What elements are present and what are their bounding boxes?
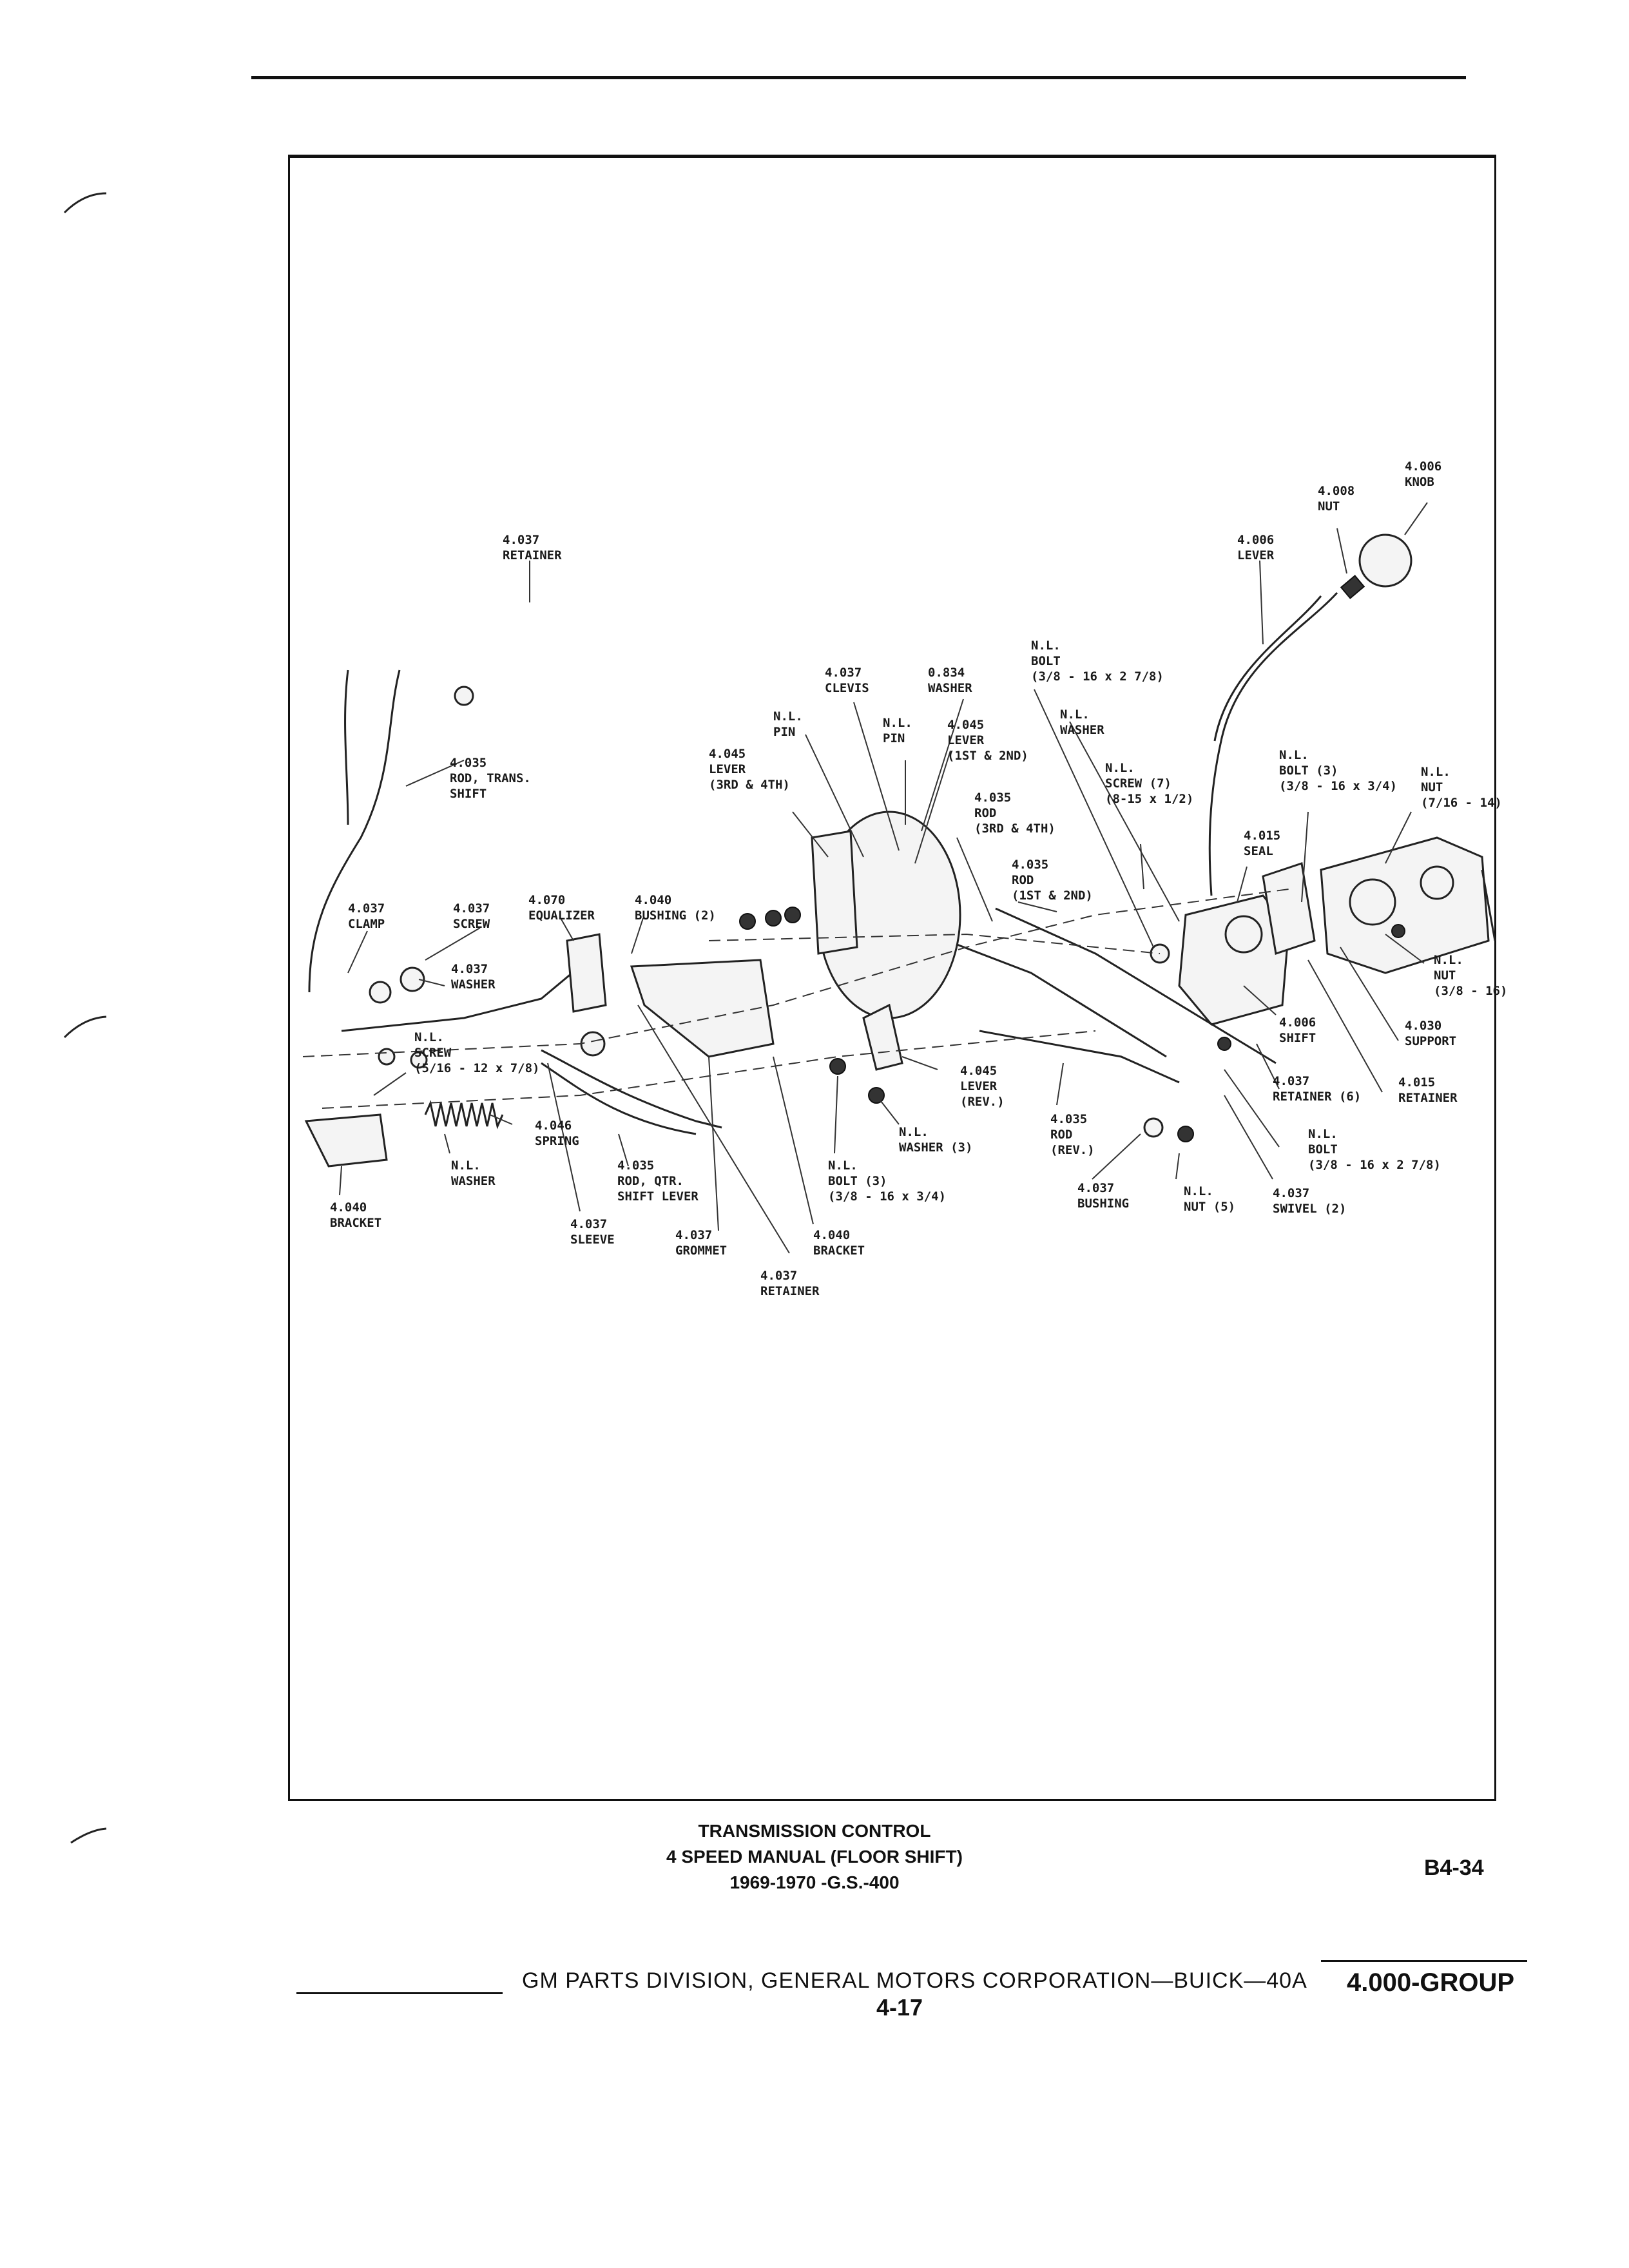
- callout-bolt-nl-3: N.L. BOLT (3) (3/8 - 16 x 3/4): [1279, 748, 1398, 793]
- callout-washer-0834: 0.834 WASHER: [928, 666, 972, 695]
- callout-knob: 4.006 KNOB: [1405, 459, 1442, 489]
- rod-rev-drawing: [979, 1030, 1180, 1084]
- equalizer-drawing: [341, 965, 581, 1032]
- callout-washer-4037: 4.037 WASHER: [451, 962, 496, 992]
- callout-spring: 4.046 SPRING: [535, 1119, 579, 1148]
- callout-nut-nl-716: N.L. NUT (7/16 - 14): [1421, 765, 1502, 810]
- callout-seal: 4.015 SEAL: [1244, 829, 1281, 858]
- support-plate: [1262, 862, 1316, 955]
- callout-washer-nl-3: N.L. WASHER (3): [899, 1125, 973, 1155]
- callout-lever-rev: 4.045 LEVER (REV.): [960, 1064, 1005, 1109]
- callout-lever-main: 4.006 LEVER: [1237, 533, 1275, 562]
- callout-washer-nl-2: N.L. WASHER: [451, 1158, 496, 1188]
- callout-screw-4037: 4.037 SCREW: [453, 901, 490, 931]
- bracket-plate-left: [304, 1113, 388, 1168]
- callout-retainer-bottom: 4.037 RETAINER: [760, 1269, 820, 1298]
- bracket-plate-center: [630, 959, 775, 1058]
- callout-bracket-left: 4.040 BRACKET: [330, 1200, 382, 1230]
- footer-rule-left: [296, 1992, 503, 1994]
- callout-screw-nl-516: N.L. SCREW (5/16 - 12 x 7/8): [414, 1030, 540, 1075]
- callout-rod-qtr: 4.035 ROD, QTR. SHIFT LEVER: [617, 1158, 699, 1204]
- callout-grommet: 4.037 GROMMET: [675, 1228, 728, 1258]
- lever-nut: [1340, 575, 1365, 599]
- callout-rod-3rd4th: 4.035 ROD (3RD & 4TH): [974, 791, 1055, 836]
- callout-screw-nl-7: N.L. SCREW (7) (8-15 x 1/2): [1105, 761, 1194, 806]
- caption-years: 1969-1970 -G.S.-400: [729, 1872, 900, 1892]
- callout-rod-rev: 4.035 ROD (REV.): [1050, 1112, 1095, 1157]
- callout-lever-1st2nd: 4.045 LEVER (1ST & 2ND): [947, 718, 1028, 763]
- callout-pin-nl-1: N.L. PIN: [773, 709, 803, 739]
- callout-support: 4.030 SUPPORT: [1405, 1019, 1457, 1048]
- callout-retainer-4015: 4.015 RETAINER: [1398, 1075, 1458, 1105]
- top-rule: [251, 76, 1466, 79]
- callout-pin-nl-2: N.L. PIN: [883, 716, 912, 745]
- rod-qtr-drawing: [541, 1049, 722, 1129]
- rod-1st2nd-drawing: [995, 907, 1277, 1064]
- callout-clamp: 4.037 CLAMP: [348, 901, 385, 931]
- footer-rule-right: [1321, 1960, 1527, 1962]
- footer-page-number: 4-17: [876, 1994, 923, 2021]
- footer-division: GM PARTS DIVISION, GENERAL MOTORS CORPOR…: [522, 1968, 1307, 1993]
- caption-title: TRANSMISSION CONTROL: [698, 1821, 931, 1841]
- callout-bolt-nl-287: N.L. BOLT (3/8 - 16 x 2 7/8): [1308, 1127, 1441, 1172]
- callout-retainer-top: 4.037 RETAINER: [503, 533, 562, 562]
- callout-bracket-4040: 4.040 BRACKET: [813, 1228, 865, 1258]
- caption-subtitle: 4 SPEED MANUAL (FLOOR SHIFT): [666, 1847, 963, 1867]
- callout-rod-1st2nd: 4.035 ROD (1ST & 2ND): [1012, 858, 1093, 903]
- callout-washer-nl-1: N.L. WASHER: [1060, 707, 1104, 737]
- callout-equalizer: 4.070 EQUALIZER: [528, 893, 595, 923]
- callout-shift: 4.006 SHIFT: [1279, 1015, 1316, 1045]
- callout-nut-nl-5: N.L. NUT (5): [1184, 1184, 1236, 1214]
- diagram-frame: [288, 155, 1496, 1801]
- callout-nut-top: 4.008 NUT: [1318, 484, 1355, 514]
- callout-lever-3rd4th: 4.045 LEVER (3RD & 4TH): [709, 747, 790, 792]
- callout-bushing-4037: 4.037 BUSHING: [1077, 1181, 1130, 1211]
- callout-nut-nl-38: N.L. NUT (3/8 - 16): [1434, 953, 1508, 998]
- figure-code: B4-34: [1424, 1856, 1484, 1880]
- callout-clevis: 4.037 CLEVIS: [825, 666, 869, 695]
- rev-lever-drawing: [862, 1003, 903, 1071]
- rod-trans-drawing: [308, 669, 401, 993]
- callout-bolt-nl-1: N.L. BOLT (3/8 - 16 x 2 7/8): [1031, 639, 1164, 684]
- shift-lever: [1208, 591, 1338, 896]
- footer-group: 4.000-GROUP: [1347, 1968, 1515, 1997]
- shift-knob: [1358, 533, 1412, 588]
- callout-bolt-nl-34: N.L. BOLT (3) (3/8 - 16 x 3/4): [828, 1158, 947, 1204]
- callout-bushing-2: 4.040 BUSHING (2): [635, 893, 716, 923]
- callout-swivel: 4.037 SWIVEL (2): [1273, 1186, 1347, 1216]
- callout-retainer-6: 4.037 RETAINER (6): [1273, 1074, 1362, 1104]
- callout-rod-trans: 4.035 ROD, TRANS. SHIFT: [450, 756, 531, 801]
- callout-sleeve: 4.037 SLEEVE: [570, 1217, 615, 1247]
